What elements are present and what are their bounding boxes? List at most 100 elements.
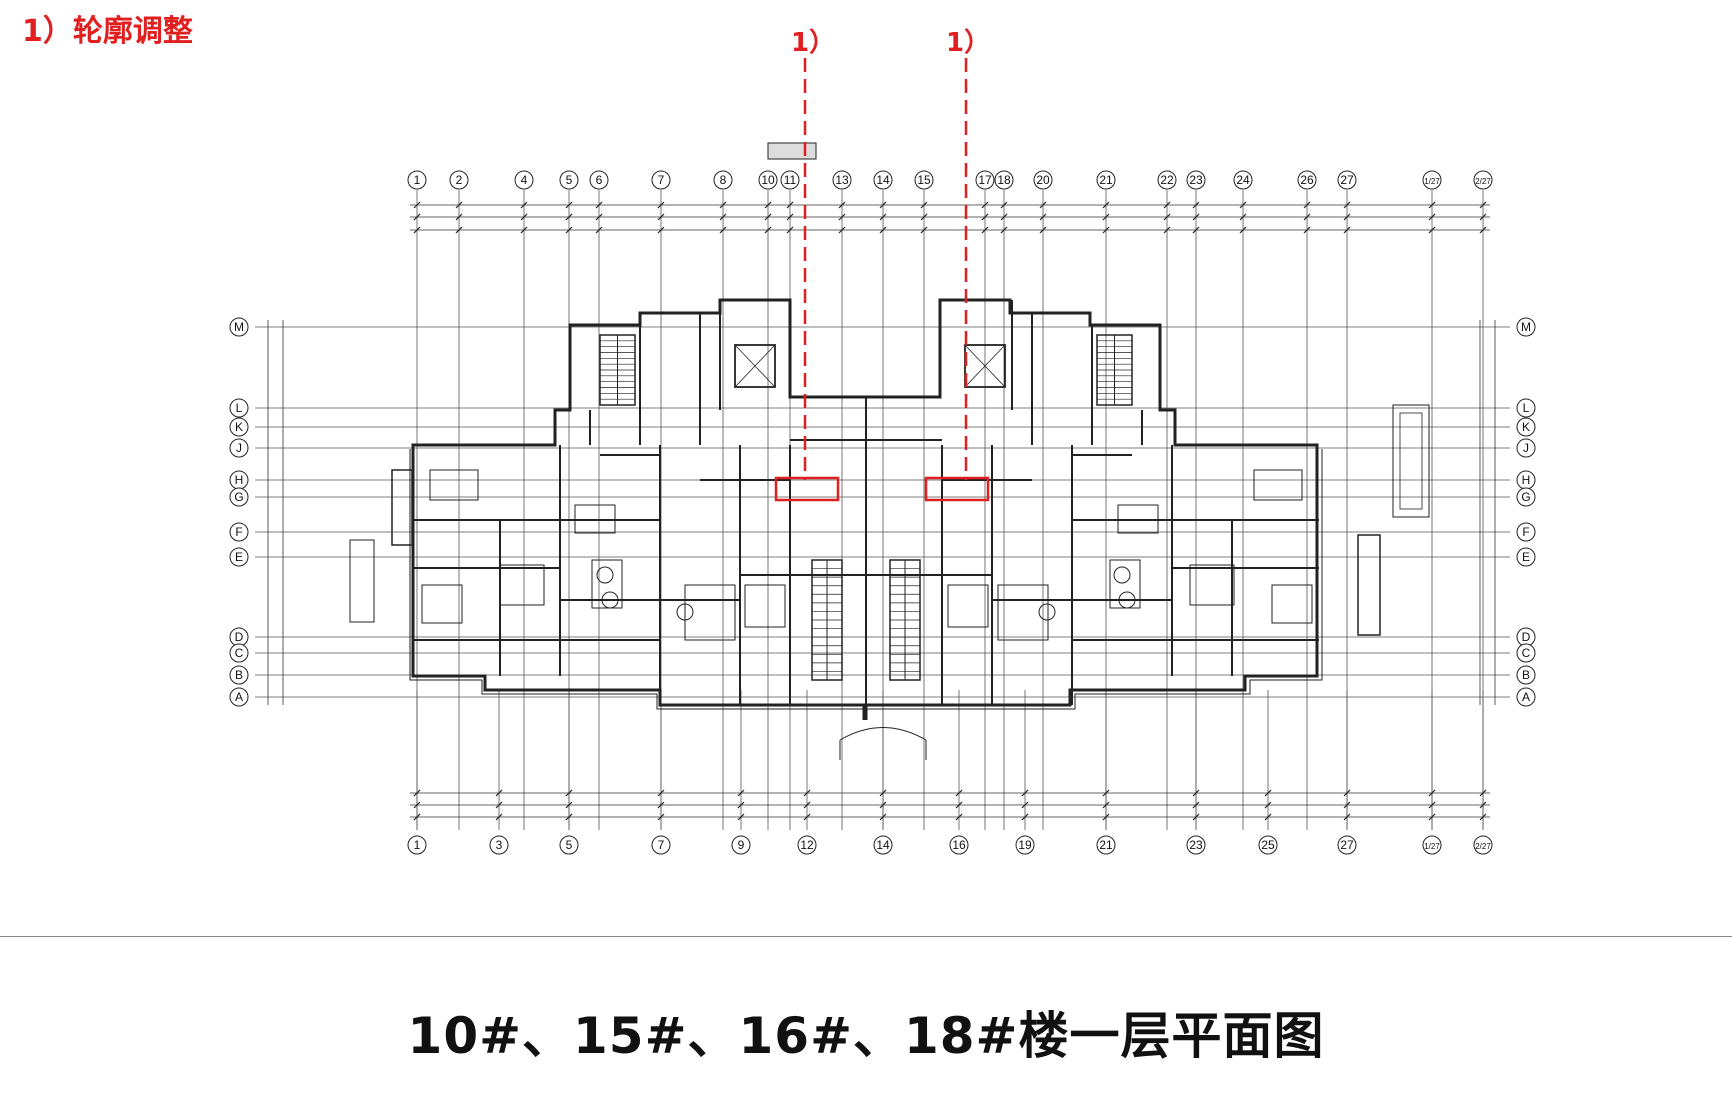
axis-bottom-label: 21	[1099, 838, 1113, 852]
axis-left-bubble	[229, 417, 249, 437]
axis-top-label: 24	[1236, 173, 1250, 187]
axis-right-label: F	[1522, 525, 1529, 539]
axis-bottom-bubble	[1422, 835, 1442, 855]
axis-left-bubble	[229, 398, 249, 418]
axis-bottom-bubble	[559, 835, 579, 855]
axis-top-label: 17	[978, 173, 992, 187]
axis-bottom-bubble	[651, 835, 671, 855]
axis-right-bubble	[1516, 487, 1536, 507]
axis-left-label: H	[235, 473, 244, 487]
axis-bottom-label: 12	[800, 838, 814, 852]
axis-top-bubble	[832, 170, 852, 190]
axis-top-label: 15	[917, 173, 931, 187]
axis-bottom-label: 2/27	[1475, 842, 1491, 851]
axis-right-bubble	[1516, 643, 1536, 663]
revision-highlight-box	[924, 476, 990, 502]
axis-bottom-bubble	[407, 835, 427, 855]
axis-top-bubble	[780, 170, 800, 190]
axis-bottom-label: 1	[414, 838, 421, 852]
axis-right-label: D	[1522, 630, 1531, 644]
axis-top-label: 8	[720, 173, 727, 187]
revision-highlight-box	[774, 476, 840, 502]
axis-top-bubble	[449, 170, 469, 190]
axis-top-bubble	[1337, 170, 1357, 190]
drawing-title: 10#、15#、16#、18#楼一层平面图	[407, 1007, 1325, 1065]
axis-left-label: E	[235, 550, 243, 564]
axis-left-label: A	[235, 690, 243, 704]
divider-line	[0, 936, 1732, 937]
axis-right-bubble	[1516, 687, 1536, 707]
axis-top-bubble	[713, 170, 733, 190]
axis-top-label: 27	[1340, 173, 1354, 187]
axis-left-label: M	[234, 320, 244, 334]
axis-top-label: 11	[784, 173, 797, 187]
axis-top-bubble	[651, 170, 671, 190]
axis-right-bubble	[1516, 317, 1536, 337]
axis-top-bubble	[1473, 170, 1493, 190]
axis-top-label: 2	[456, 173, 463, 187]
axis-top-bubble	[873, 170, 893, 190]
axis-top-label: 26	[1300, 173, 1314, 187]
grid-lines	[255, 190, 1510, 830]
axis-top-bubble	[1297, 170, 1317, 190]
axis-top-label: 1/27	[1424, 177, 1440, 186]
revision-note: 1）轮廓调整	[22, 14, 193, 49]
axis-bottom-bubble	[489, 835, 509, 855]
axis-top-bubble	[1096, 170, 1116, 190]
axis-top-bubble	[1233, 170, 1253, 190]
axis-top-bubble	[1033, 170, 1053, 190]
axis-top-label: 22	[1160, 173, 1174, 187]
axis-right-label: A	[1522, 690, 1530, 704]
axis-top-label: 21	[1099, 173, 1113, 187]
axis-left-bubble	[229, 438, 249, 458]
axis-bottom-label: 19	[1018, 838, 1032, 852]
axis-top-bubble	[1422, 170, 1442, 190]
axis-right-bubble	[1516, 438, 1536, 458]
axis-bottom-bubble	[873, 835, 893, 855]
axis-left-label: J	[236, 441, 242, 455]
axis-right-label: M	[1521, 320, 1531, 334]
axis-bottom-label: 1/27	[1424, 842, 1440, 851]
axis-top-bubble	[1157, 170, 1177, 190]
axis-left-label: L	[236, 401, 243, 415]
axis-left-bubble	[229, 522, 249, 542]
axis-top-label: 2/27	[1475, 177, 1491, 186]
axis-right-label: K	[1522, 420, 1530, 434]
axis-bottom-bubble	[1096, 835, 1116, 855]
building-outline	[349, 142, 1430, 760]
axis-bottom-label: 14	[876, 838, 890, 852]
axis-right-bubble	[1516, 547, 1536, 567]
axis-left-label: K	[235, 420, 243, 434]
axis-bottom-bubble	[1473, 835, 1493, 855]
axis-top-label: 7	[658, 173, 665, 187]
revision-marker-left: 1）	[791, 28, 835, 58]
axis-top-bubble	[994, 170, 1014, 190]
axis-bottom-bubble	[797, 835, 817, 855]
axis-left-bubble	[229, 643, 249, 663]
axis-right-bubble	[1516, 398, 1536, 418]
axis-top-label: 23	[1189, 173, 1203, 187]
axis-top-label: 14	[876, 173, 890, 187]
axis-right-label: E	[1522, 550, 1530, 564]
axis-left-bubble	[229, 687, 249, 707]
axis-bottom-label: 27	[1340, 838, 1354, 852]
axis-bottom-label: 9	[738, 838, 745, 852]
axis-right-label: L	[1523, 401, 1530, 415]
axis-top-bubble	[589, 170, 609, 190]
revision-markers	[774, 58, 990, 502]
axis-left-bubble	[229, 547, 249, 567]
axis-left-bubble	[229, 317, 249, 337]
axis-top-label: 4	[521, 173, 528, 187]
axis-bottom-label: 3	[496, 838, 503, 852]
axis-right-label: H	[1522, 473, 1531, 487]
axis-bottom-bubble	[1015, 835, 1035, 855]
axis-left-label: B	[235, 668, 243, 682]
axis-top-label: 13	[835, 173, 849, 187]
axis-top-label: 18	[997, 173, 1011, 187]
axis-top-bubble	[514, 170, 534, 190]
